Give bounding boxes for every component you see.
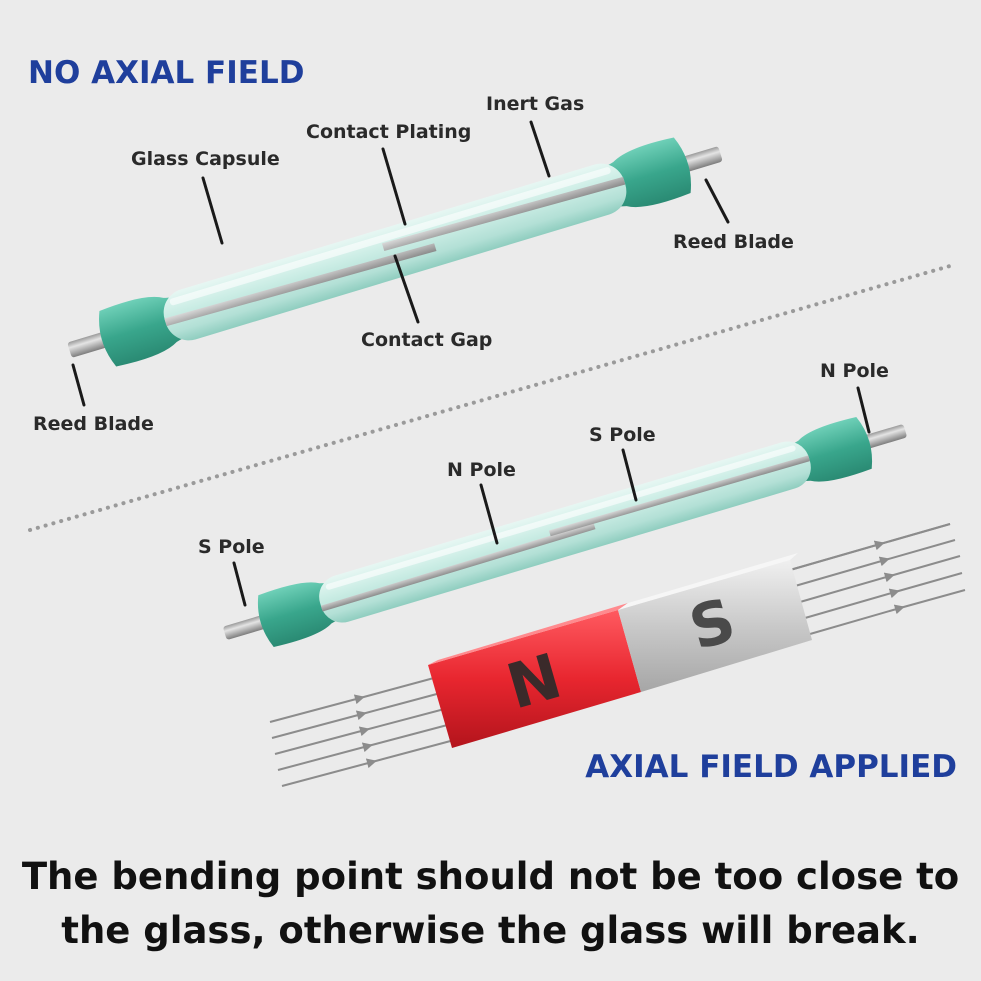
label-inert-gas: Inert Gas — [486, 93, 584, 115]
label-s-pole-center: S Pole — [589, 424, 656, 446]
leader-s-pole-left — [232, 561, 247, 607]
reed-switch-bottom — [223, 416, 907, 648]
reed-blade-right-bottom — [548, 455, 810, 537]
reed-switch-top — [67, 137, 723, 367]
label-reed-blade-right: Reed Blade — [673, 231, 794, 253]
magnet-south-half — [618, 560, 812, 692]
leader-n-pole-right — [856, 386, 871, 434]
label-glass-capsule: Glass Capsule — [131, 148, 280, 170]
leader-n-pole-center — [479, 483, 499, 545]
leader-contact-plating — [381, 147, 407, 226]
leader-glass-capsule — [201, 176, 224, 245]
heading-no-axial-field: NO AXIAL FIELD — [28, 55, 304, 91]
bar-magnet: N S — [428, 553, 812, 748]
leader-inert-gas — [529, 120, 551, 178]
label-n-pole-right: N Pole — [820, 360, 889, 382]
reed-blade-left-bottom — [320, 522, 596, 612]
glass-highlight-bottom — [325, 445, 796, 590]
leader-reed-blade-right — [704, 178, 730, 224]
label-reed-blade-left: Reed Blade — [33, 413, 154, 435]
caption-line-1: The bending point should not be too clos… — [21, 855, 960, 898]
magnet-north-half — [428, 610, 641, 748]
leader-s-pole-center — [621, 448, 638, 502]
caption-line-2: the glass, otherwise the glass will brea… — [61, 909, 920, 952]
glass-highlight — [169, 167, 611, 306]
bottom-caption: The bending point should not be too clos… — [0, 850, 981, 958]
leader-reed-blade-left — [71, 363, 86, 407]
heading-axial-field-applied: AXIAL FIELD APPLIED — [585, 749, 957, 785]
label-contact-gap: Contact Gap — [361, 329, 492, 351]
label-contact-plating: Contact Plating — [306, 121, 471, 143]
field-lines-right — [789, 523, 966, 635]
leader-contact-gap — [393, 254, 420, 324]
glass-capsule — [163, 163, 627, 341]
magnet-south-top-face — [618, 553, 798, 610]
reed-blade-right — [381, 176, 626, 252]
field-lines-left — [269, 674, 459, 787]
reed-switch-diagram: NO AXIAL FIELD Inert Gas Contact Plating… — [28, 55, 966, 787]
separator-dotted-line — [28, 264, 952, 532]
label-s-pole-left: S Pole — [198, 536, 265, 558]
label-n-pole-center: N Pole — [447, 459, 516, 481]
reed-blade-left — [164, 243, 437, 327]
magnet-north-top-face — [428, 603, 628, 665]
